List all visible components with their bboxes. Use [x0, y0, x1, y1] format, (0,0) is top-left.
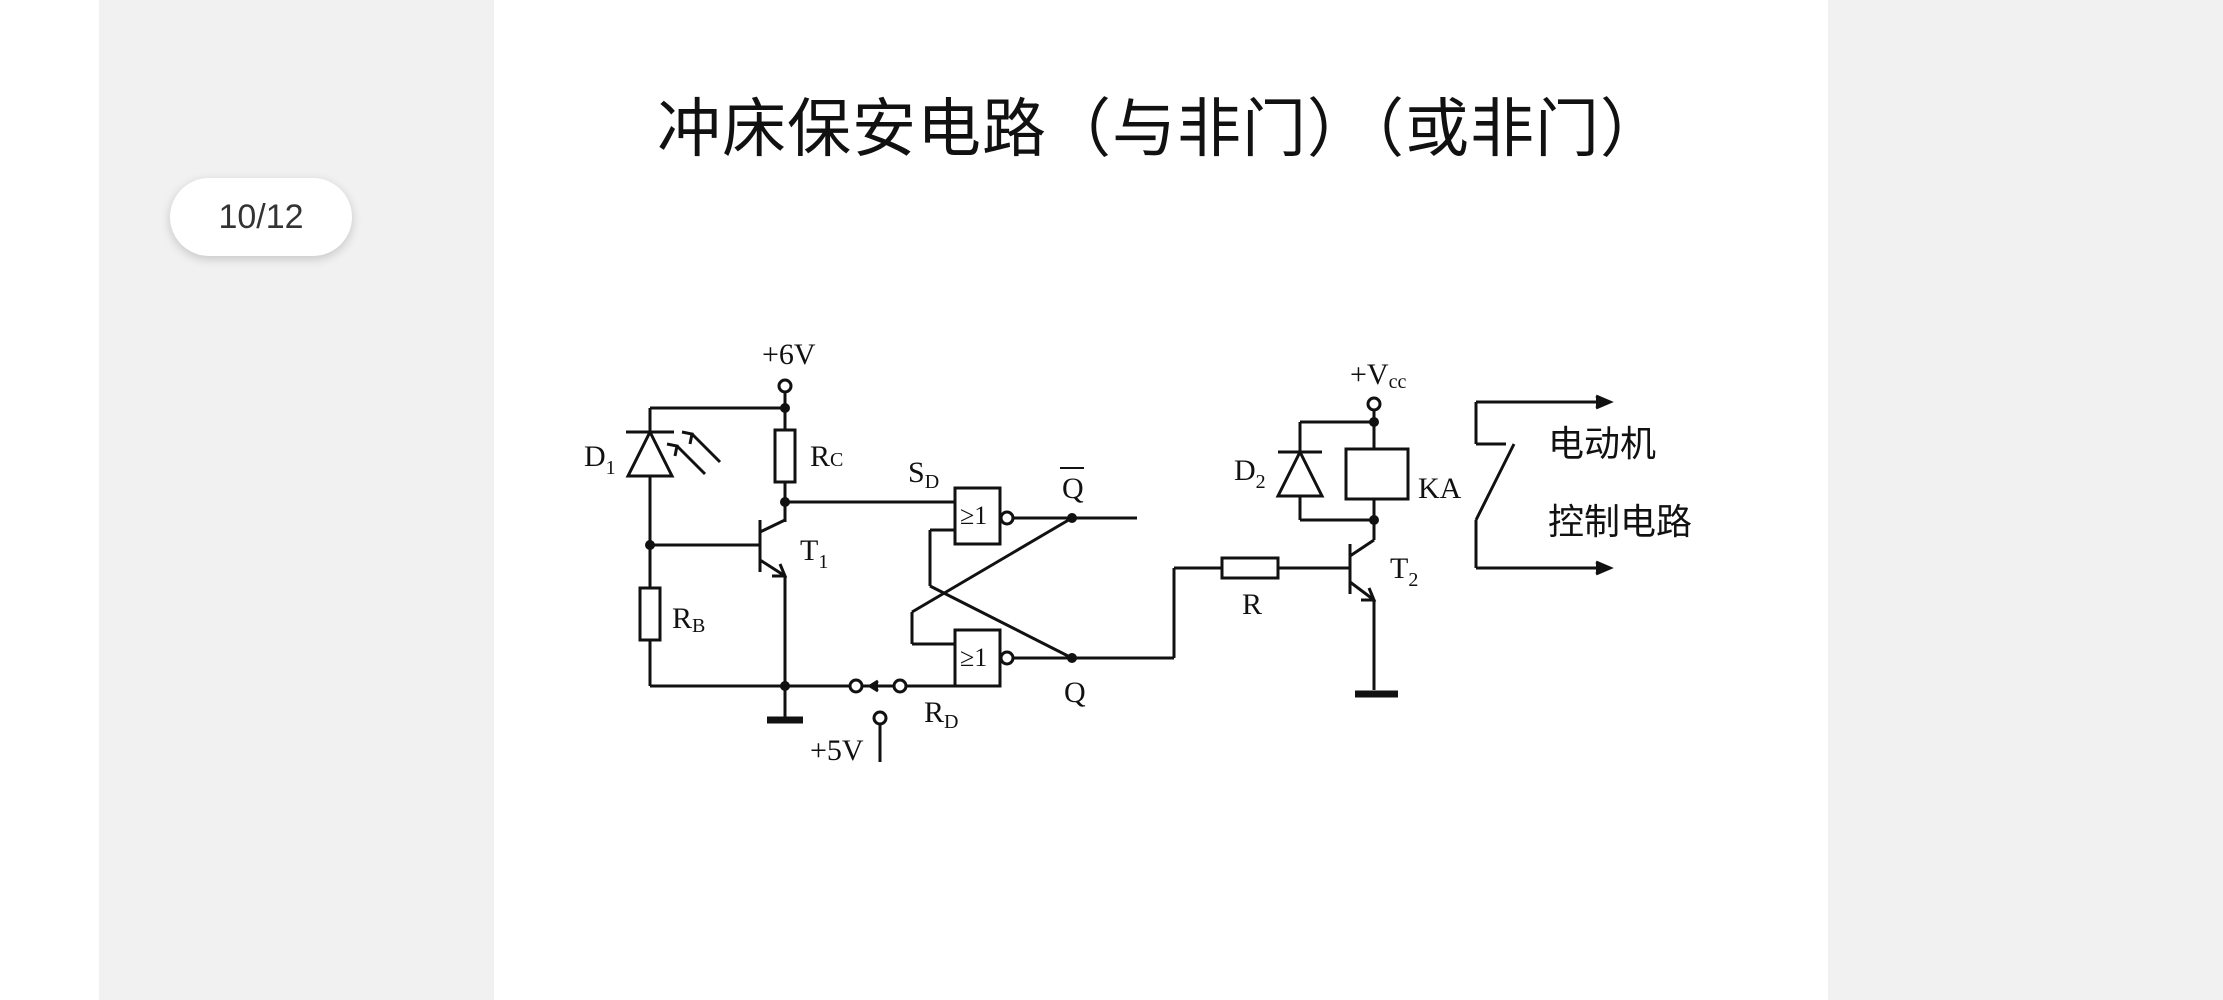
label-r: R: [1242, 588, 1262, 621]
label-t1: T1: [800, 534, 828, 573]
viewer-background-left: [99, 0, 494, 1000]
transistor-t2: [1348, 538, 1377, 602]
label-d1: D1: [584, 440, 616, 479]
label-rb: RB: [672, 602, 705, 637]
label-d2: D2: [1234, 454, 1266, 493]
resistor-rb: [638, 586, 662, 642]
slide-page: 冲床保安电路（与非门）（或非门）: [494, 0, 1828, 1000]
viewer-background-right: [1828, 0, 2223, 1000]
photodiode-d1: [625, 408, 722, 545]
label-plus-5v: +5V: [810, 734, 864, 767]
diode-d2: [1275, 422, 1325, 520]
switch-contact-right: [892, 678, 908, 694]
switch-contact-left: [848, 678, 864, 694]
page-indicator: 10/12: [170, 178, 352, 256]
transistor-t1: [758, 518, 788, 686]
left-margin: [0, 0, 99, 1000]
label-t2: T2: [1390, 552, 1418, 591]
vcc-terminal: [1366, 396, 1382, 412]
nor-gate-bottom: [953, 628, 1002, 688]
slide-title: 冲床保安电路（与非门）（或非门）: [657, 93, 1665, 167]
label-q: Q: [1064, 676, 1086, 709]
label-rd: RD: [924, 696, 958, 733]
plus-6v-terminal: [777, 378, 793, 394]
label-motor-line2: 控制电路: [1548, 502, 1692, 543]
relay-contact: [1474, 394, 1614, 576]
relay-coil-ka: [1344, 447, 1410, 501]
resistor-r: [1220, 556, 1280, 580]
label-gate-bottom: ≥1: [960, 643, 987, 672]
resistor-rc: [773, 428, 797, 484]
label-plus-6v: +6V: [762, 338, 816, 371]
label-vcc: +Vcc: [1350, 358, 1406, 393]
label-sd: SD: [908, 456, 939, 493]
label-rc: RC: [810, 440, 843, 473]
label-gate-top: ≥1: [960, 501, 987, 530]
label-q-bar: Q: [1062, 472, 1084, 505]
label-motor-line1: 电动机: [1548, 424, 1656, 465]
label-ka: KA: [1418, 472, 1462, 505]
